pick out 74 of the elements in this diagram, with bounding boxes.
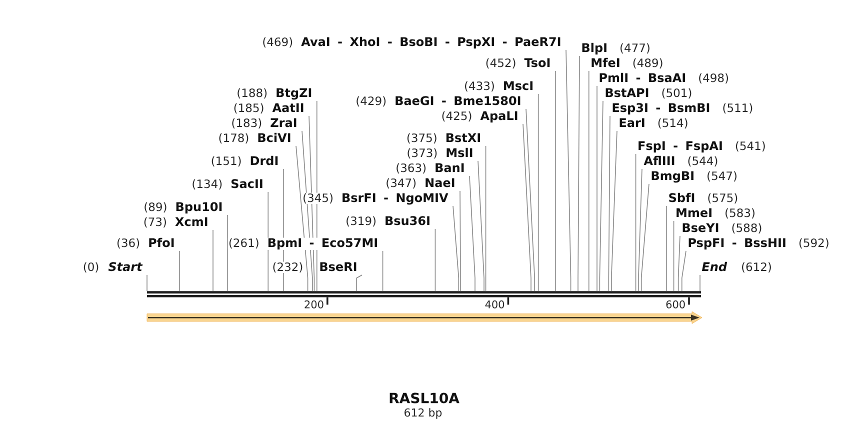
leader-line <box>146 274 148 292</box>
enzyme-label: PmlI - BsaAI (498) <box>598 72 730 84</box>
start-label: (0) Start <box>82 262 143 273</box>
leader-line <box>611 130 618 292</box>
caption: 612 bp <box>404 408 442 419</box>
enzyme-label: (73) XcmI <box>142 216 209 228</box>
leader-line <box>599 100 604 292</box>
enzyme-label: (375) BstXI <box>406 132 482 144</box>
enzyme-label: (134) SacII <box>191 178 264 190</box>
leader-line <box>460 190 461 292</box>
enzyme-label: (183) ZraI <box>230 118 298 129</box>
tick-label: 200 <box>304 300 324 308</box>
leader-line <box>469 176 476 292</box>
leader-line <box>635 154 636 292</box>
enzyme-label: MmeI (583) <box>675 208 756 219</box>
leader-line <box>682 250 686 292</box>
enzyme-label: (429) BaeGI - Bme1580I <box>355 96 522 107</box>
enzyme-label: (452) TsoI <box>484 58 552 70</box>
enzyme-label: (89) Bpu10I <box>143 202 224 214</box>
enzyme-label: (319) Bsu36I <box>345 216 431 227</box>
leader-line <box>678 236 680 292</box>
enzyme-label: BseYI (588) <box>681 222 763 234</box>
enzyme-label: EarI (514) <box>618 118 689 129</box>
enzyme-label: (347) NaeI <box>385 178 456 189</box>
leader-line <box>538 94 539 292</box>
leader-line <box>638 168 642 292</box>
enzyme-label: AflIII (544) <box>643 155 719 167</box>
tick-label: 400 <box>485 300 504 308</box>
leader-line <box>434 228 436 292</box>
leader-line <box>478 160 484 292</box>
enzyme-label: (469) AvaI - XhoI - BsoBI - PspXI - PaeR7I <box>262 36 562 49</box>
leader-line <box>485 146 486 292</box>
leader-line <box>452 206 460 292</box>
leader-line <box>666 206 667 292</box>
enzyme-label: (151) DrdI <box>210 155 280 167</box>
leader-line <box>382 250 384 292</box>
leader-line <box>578 56 580 292</box>
enzyme-label: SbfI (575) <box>668 192 739 204</box>
leader-line <box>356 274 362 292</box>
enzyme-label: FspI - FspAI (541) <box>637 140 766 153</box>
enzyme-label: (185) AatII <box>232 102 305 114</box>
leader-line <box>522 124 532 292</box>
enzyme-label: (36) PfoI <box>116 237 176 249</box>
leader-line <box>640 184 650 292</box>
leader-line <box>212 230 214 292</box>
leader-line <box>526 108 535 292</box>
end-label: End (612) <box>701 261 772 273</box>
leader-line <box>673 220 674 292</box>
leader-line <box>566 50 572 292</box>
leader-line <box>296 146 308 292</box>
leader-line <box>179 250 180 292</box>
enzyme-label: (188) BtgZI <box>236 88 313 100</box>
enzyme-label: BstAPI (501) <box>604 88 693 99</box>
enzyme-label: (433) MscI <box>464 80 534 92</box>
enzyme-label: (232) BseRI <box>272 262 358 273</box>
enzyme-label: BlpI (477) <box>580 42 651 55</box>
enzyme-label: (363) BanI <box>395 162 466 174</box>
enzyme-label: Esp3I - BsmBI (511) <box>611 102 754 115</box>
sequence-bar <box>146 291 702 298</box>
leader-line <box>555 70 556 292</box>
tick-label: 600 <box>666 300 685 308</box>
enzyme-label: MfeI (489) <box>590 57 664 70</box>
leader-line <box>227 214 228 292</box>
enzyme-label: (261) BpmI - Eco57MI <box>228 238 379 250</box>
enzyme-label: BmgBI (547) <box>650 170 738 184</box>
enzyme-label: (373) MslI <box>406 147 474 159</box>
enzyme-label: (345) BsrFI - NgoMIV <box>302 192 449 206</box>
leader-line <box>596 86 598 292</box>
leader-line <box>588 70 590 292</box>
enzyme-label: (178) BciVI <box>218 132 292 144</box>
enzyme-label: (425) ApaLI <box>440 110 519 123</box>
enzyme-label: PspFI - BssHII (592) <box>687 238 830 250</box>
title: RASL10A <box>390 392 460 404</box>
leader-line <box>608 116 610 292</box>
